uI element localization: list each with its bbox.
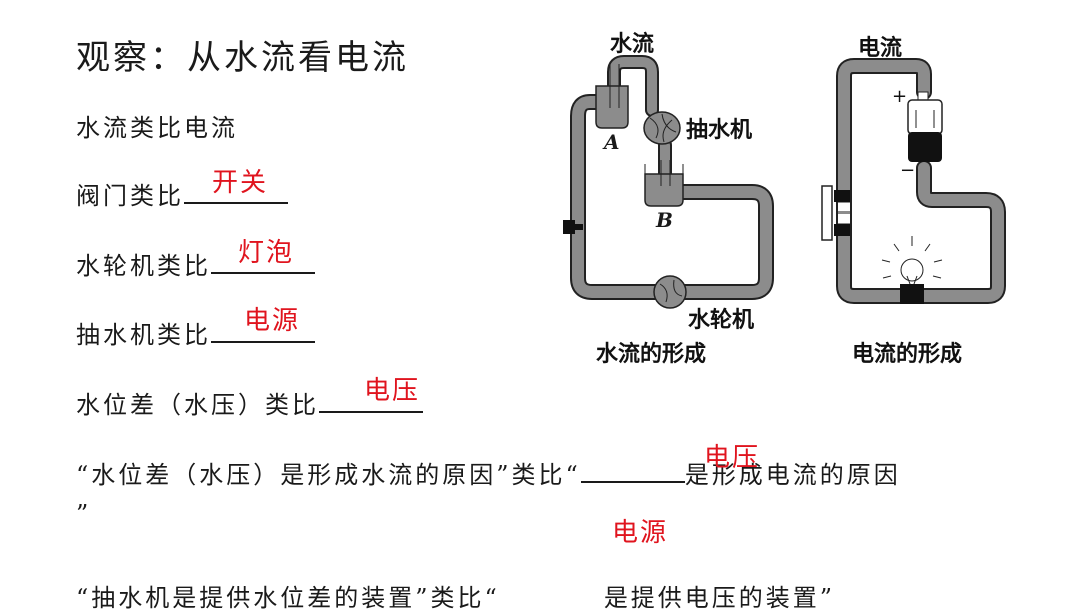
analogy-turbine: 水轮机类比: [76, 246, 315, 281]
answer-blank[interactable]: [184, 178, 288, 204]
water-diagram-caption: 水流的形成: [596, 342, 707, 367]
analogy-valve: 阀门类比: [76, 176, 288, 211]
sentence2-answer: 电源: [612, 518, 669, 548]
sentence-prefix: “水位差（水压）是形成水流的原因”类比“: [76, 461, 581, 489]
battery-minus-label: −: [900, 160, 916, 181]
sentence-1: “水位差（水压）是形成水流的原因”类比“ 是形成电流的原因: [76, 455, 901, 490]
pump-icon: [643, 111, 681, 145]
answer-blank[interactable]: [211, 317, 315, 343]
answer-power: 电源: [244, 306, 301, 336]
analogy-prefix: 阀门类比: [76, 182, 184, 210]
answer-blank[interactable]: [580, 457, 685, 483]
sentence-suffix: 是形成电流的原因: [684, 461, 901, 489]
pump-label: 抽水机: [686, 118, 753, 143]
analogy-prefix: 水位差（水压）类比: [76, 391, 319, 419]
sentence1-answer: 电压: [704, 443, 761, 473]
tank-a-label: A: [604, 130, 620, 154]
page-title: 观察：从水流看电流: [76, 38, 409, 78]
answer-voltage: 电压: [364, 376, 421, 406]
tank-b: [644, 173, 684, 207]
analogy-water-pressure: 水位差（水压）类比: [76, 385, 423, 420]
tank-a: [595, 85, 629, 129]
closing-quote: ”: [76, 500, 92, 528]
water-diagram-title: 水流: [610, 32, 655, 57]
answer-blank[interactable]: [319, 387, 423, 413]
diagrams: [563, 55, 1006, 309]
answer-blank[interactable]: [211, 248, 315, 274]
answer-switch: 开关: [212, 168, 269, 198]
bulb-icon: [881, 236, 943, 304]
turbine-label: 水轮机: [688, 308, 755, 333]
turbine-icon: [653, 275, 687, 309]
answer-bulb: 灯泡: [238, 238, 295, 268]
tank-b-label: B: [656, 208, 673, 232]
electric-diagram-title: 电流: [858, 36, 903, 61]
analogy-prefix: 水轮机类比: [76, 252, 211, 280]
switch-icon: [821, 185, 850, 241]
intro-text: 水流类比电流: [76, 114, 238, 142]
battery-plus-label: +: [892, 86, 908, 107]
battery-icon: [907, 91, 943, 162]
analogy-pump: 抽水机类比: [76, 315, 315, 350]
analogy-prefix: 抽水机类比: [76, 321, 211, 349]
electric-diagram-caption: 电流的形成: [852, 342, 963, 367]
